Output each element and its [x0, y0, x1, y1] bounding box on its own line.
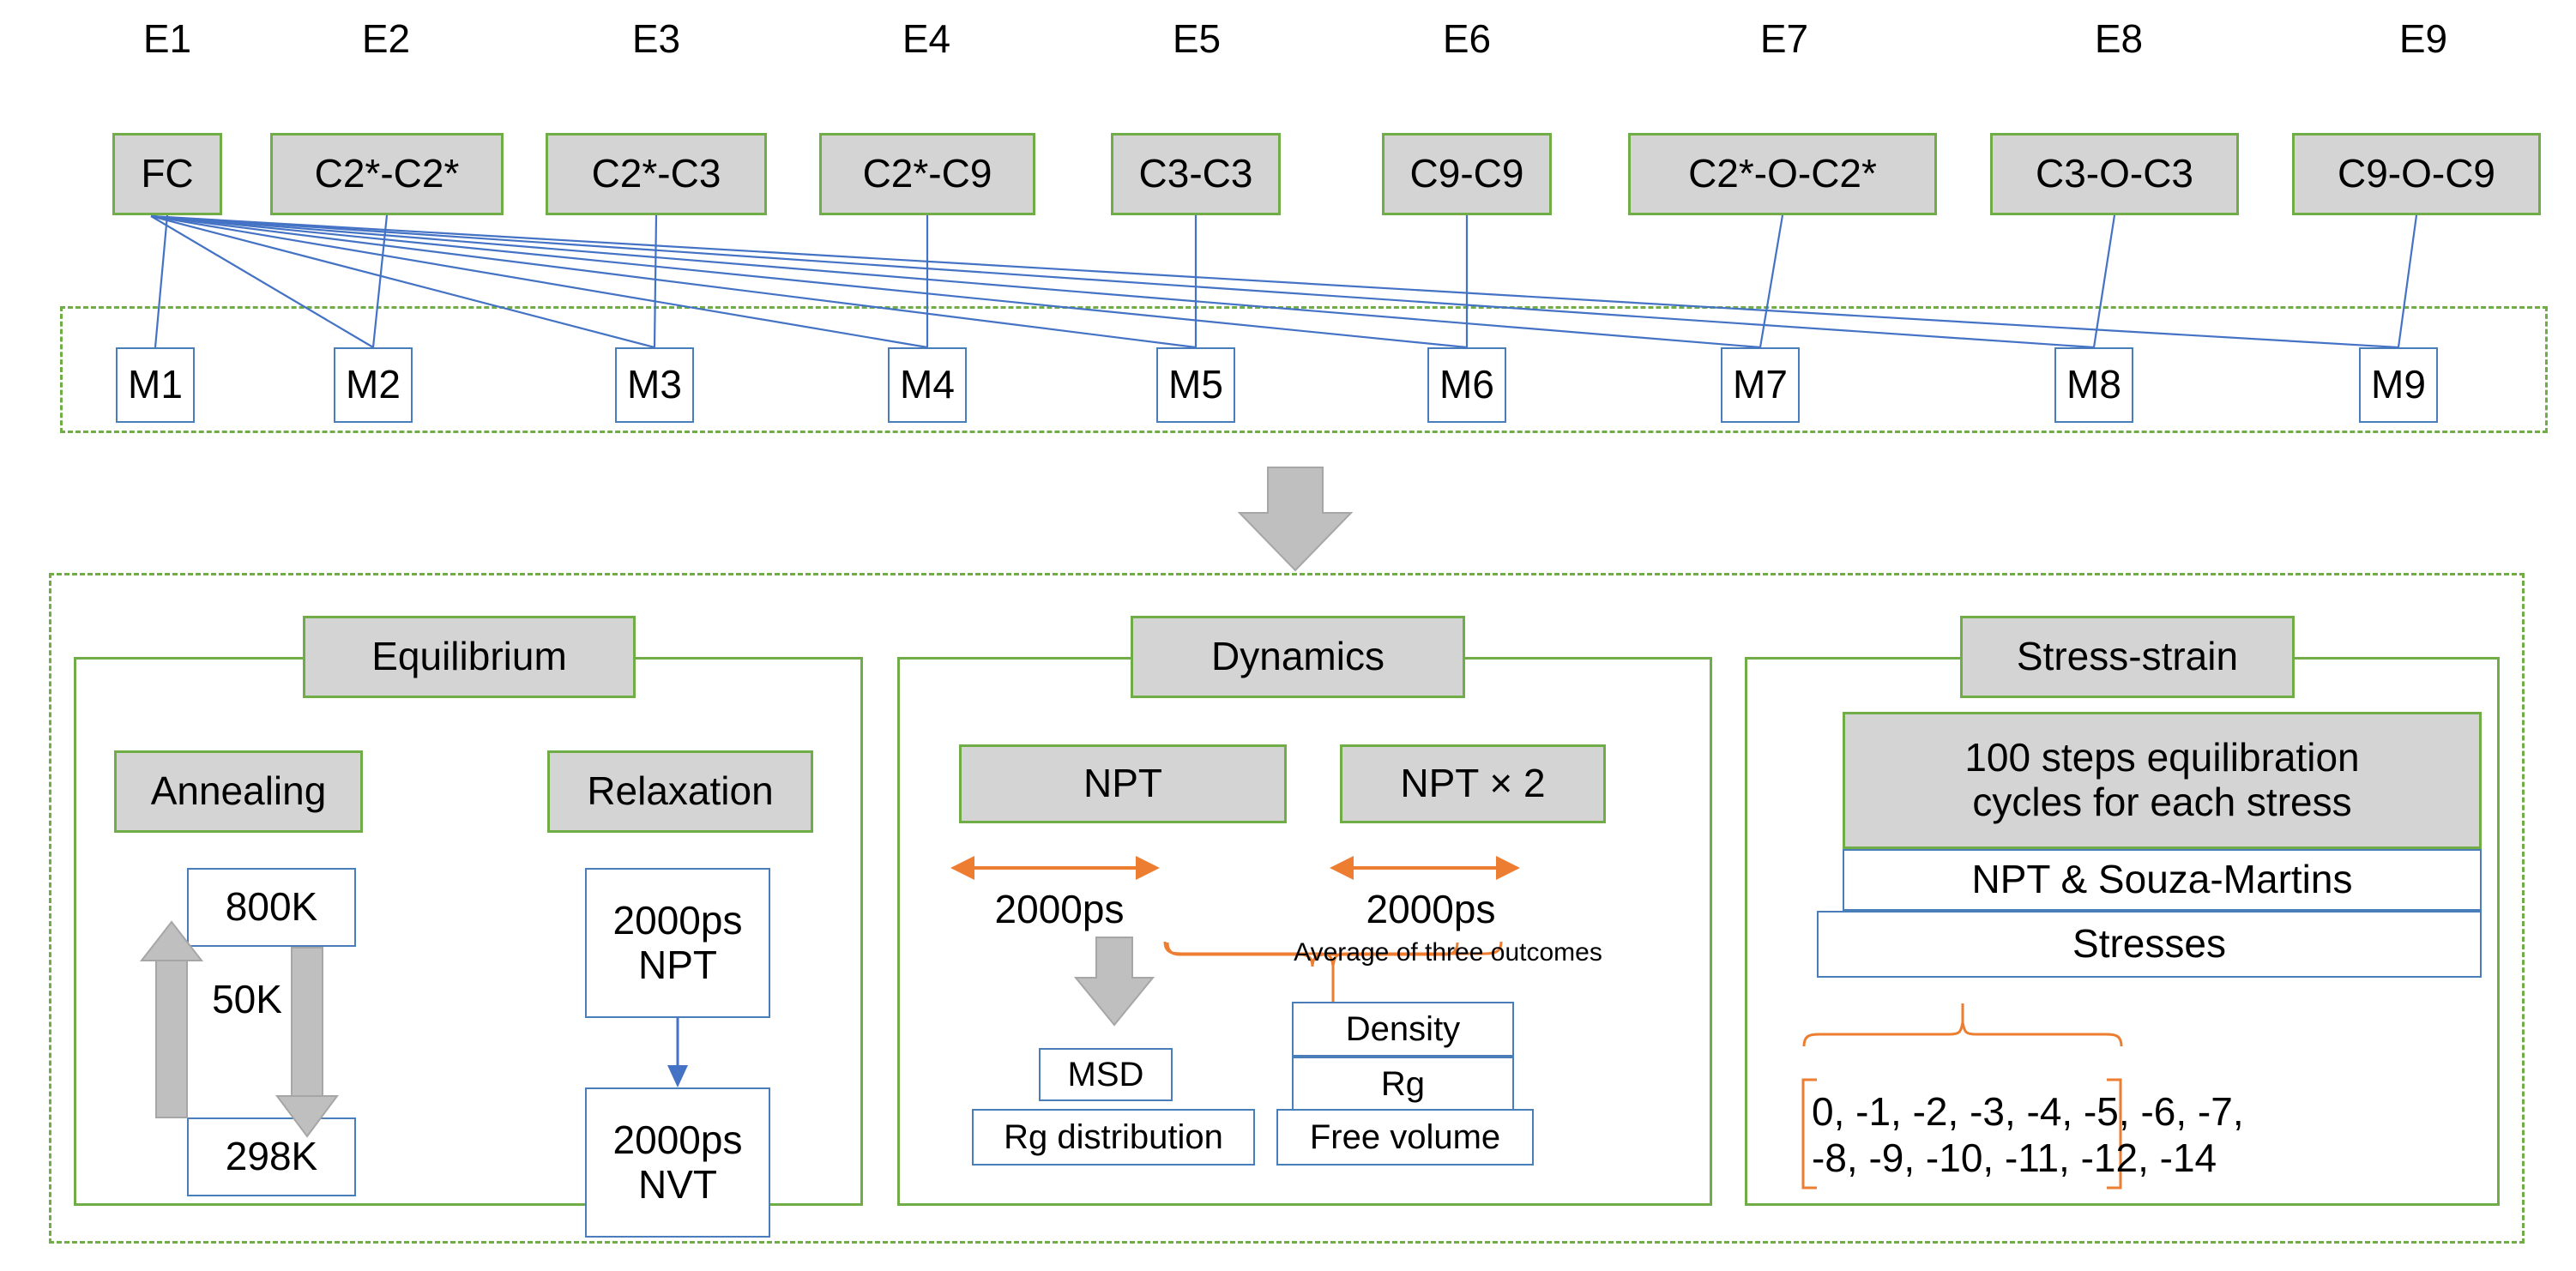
column-label-e8: E8	[2094, 16, 2144, 61]
model-box-m4[interactable]: M4	[888, 347, 967, 423]
stress-strain-values: 0, -1, -2, -3, -4, -5, -6, -7, -8, -9, -…	[1812, 1079, 2244, 1190]
dynamics-right-duration: 2000ps	[1366, 887, 1496, 931]
column-label-e9: E9	[2398, 16, 2448, 61]
chemistry-box-fc[interactable]: FC	[112, 133, 222, 215]
dynamics-right-ensemble[interactable]: NPT × 2	[1340, 744, 1606, 823]
stress-values-line-1: 0, -1, -2, -3, -4, -5, -6, -7,	[1812, 1089, 2244, 1134]
equilibrium-title: Equilibrium	[303, 616, 636, 698]
model-box-m3[interactable]: M3	[615, 347, 694, 423]
chemistry-box-c2-c3[interactable]: C2*-C3	[546, 133, 767, 215]
stress-strain-equilibration-line1: 100 steps equilibration	[1964, 735, 2360, 780]
dynamics-left-ensemble[interactable]: NPT	[959, 744, 1287, 823]
relaxation-stage-1[interactable]: 2000ps NPT	[585, 868, 770, 1018]
stress-strain-equilibration-line2: cycles for each stress	[1972, 780, 2352, 824]
model-box-m1[interactable]: M1	[116, 347, 195, 423]
relaxation-title[interactable]: Relaxation	[547, 750, 813, 833]
chemistry-box-c2-c2[interactable]: C2*-C2*	[270, 133, 504, 215]
stress-strain-method[interactable]: NPT & Souza-Martins	[1843, 849, 2482, 911]
dynamics-output-density[interactable]: Density	[1292, 1002, 1514, 1057]
model-box-m5[interactable]: M5	[1156, 347, 1235, 423]
model-group-container	[60, 306, 2548, 433]
relaxation-stage-1-ensemble: NPT	[638, 942, 717, 987]
relaxation-stage-2-duration: 2000ps	[612, 1117, 743, 1162]
column-label-e1: E1	[142, 16, 192, 61]
column-label-e4: E4	[902, 16, 951, 61]
annealing-high-temp[interactable]: 800K	[187, 868, 356, 947]
chemistry-box-c9-c9[interactable]: C9-C9	[1382, 133, 1552, 215]
model-box-m2[interactable]: M2	[334, 347, 413, 423]
chemistry-box-c3-c3[interactable]: C3-C3	[1111, 133, 1281, 215]
chemistry-box-c2-c9[interactable]: C2*-C9	[819, 133, 1035, 215]
dynamics-output-rg[interactable]: Rg	[1292, 1057, 1514, 1111]
dynamics-output-msd[interactable]: MSD	[1039, 1048, 1173, 1101]
relaxation-stage-2-ensemble: NVT	[638, 1161, 717, 1207]
simulation-stage-container	[49, 573, 2525, 1244]
model-box-m8[interactable]: M8	[2054, 347, 2133, 423]
chemistry-box-c2-o-c2[interactable]: C2*-O-C2*	[1628, 133, 1937, 215]
dynamics-output-rg-distribution[interactable]: Rg distribution	[972, 1109, 1255, 1166]
annealing-title[interactable]: Annealing	[114, 750, 363, 833]
dynamics-title: Dynamics	[1131, 616, 1465, 698]
dynamics-output-free-volume[interactable]: Free volume	[1276, 1109, 1534, 1166]
relaxation-stage-2[interactable]: 2000ps NVT	[585, 1087, 770, 1238]
column-label-e5: E5	[1172, 16, 1222, 61]
column-label-e2: E2	[361, 16, 411, 61]
model-box-m7[interactable]: M7	[1721, 347, 1800, 423]
column-label-e3: E3	[631, 16, 681, 61]
dynamics-average-note: Average of three outcomes	[1294, 938, 1602, 967]
chemistry-box-c9-o-c9[interactable]: C9-O-C9	[2292, 133, 2541, 215]
column-label-e7: E7	[1759, 16, 1809, 61]
stress-values-line-2: -8, -9, -10, -11, -12, -14	[1812, 1135, 2217, 1180]
model-box-m6[interactable]: M6	[1427, 347, 1506, 423]
chemistry-box-c3-o-c3[interactable]: C3-O-C3	[1990, 133, 2239, 215]
dynamics-left-duration: 2000ps	[994, 887, 1125, 931]
column-label-e6: E6	[1442, 16, 1492, 61]
stress-strain-stresses-label[interactable]: Stresses	[1817, 911, 2482, 978]
stress-strain-equilibration[interactable]: 100 steps equilibration cycles for each …	[1843, 712, 2482, 849]
model-box-m9[interactable]: M9	[2359, 347, 2438, 423]
annealing-step-label: 50K	[212, 977, 282, 1021]
annealing-low-temp[interactable]: 298K	[187, 1117, 356, 1196]
relaxation-stage-1-duration: 2000ps	[612, 897, 743, 943]
stress-strain-title: Stress-strain	[1960, 616, 2295, 698]
